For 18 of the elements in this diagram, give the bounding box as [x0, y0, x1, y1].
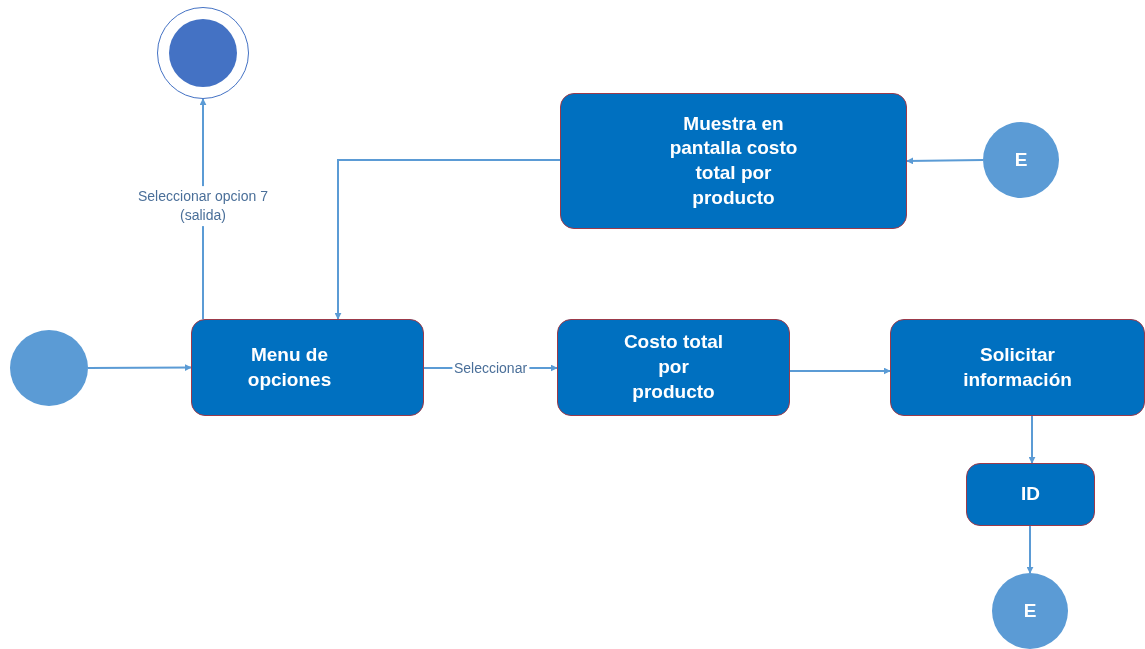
arrow — [87, 364, 192, 372]
node-label: Solicitar información — [962, 342, 1073, 392]
process-box — [890, 319, 1145, 416]
node-label: Menu de opciones — [246, 342, 333, 392]
node-label: E — [1014, 147, 1028, 172]
node-label: Muestra en pantalla costo total por producto — [668, 111, 799, 210]
arrow — [906, 157, 984, 165]
node-label: Costo total por producto — [622, 330, 725, 404]
arrow — [1028, 415, 1036, 464]
node-label: ID — [1021, 482, 1040, 507]
process-box — [557, 319, 790, 416]
arrow — [1026, 525, 1034, 574]
process-box — [560, 93, 907, 229]
process-box — [191, 319, 424, 416]
node-label: E — [1023, 598, 1037, 623]
arrow — [334, 159, 561, 320]
process-box — [966, 463, 1095, 526]
arrow — [789, 367, 891, 375]
